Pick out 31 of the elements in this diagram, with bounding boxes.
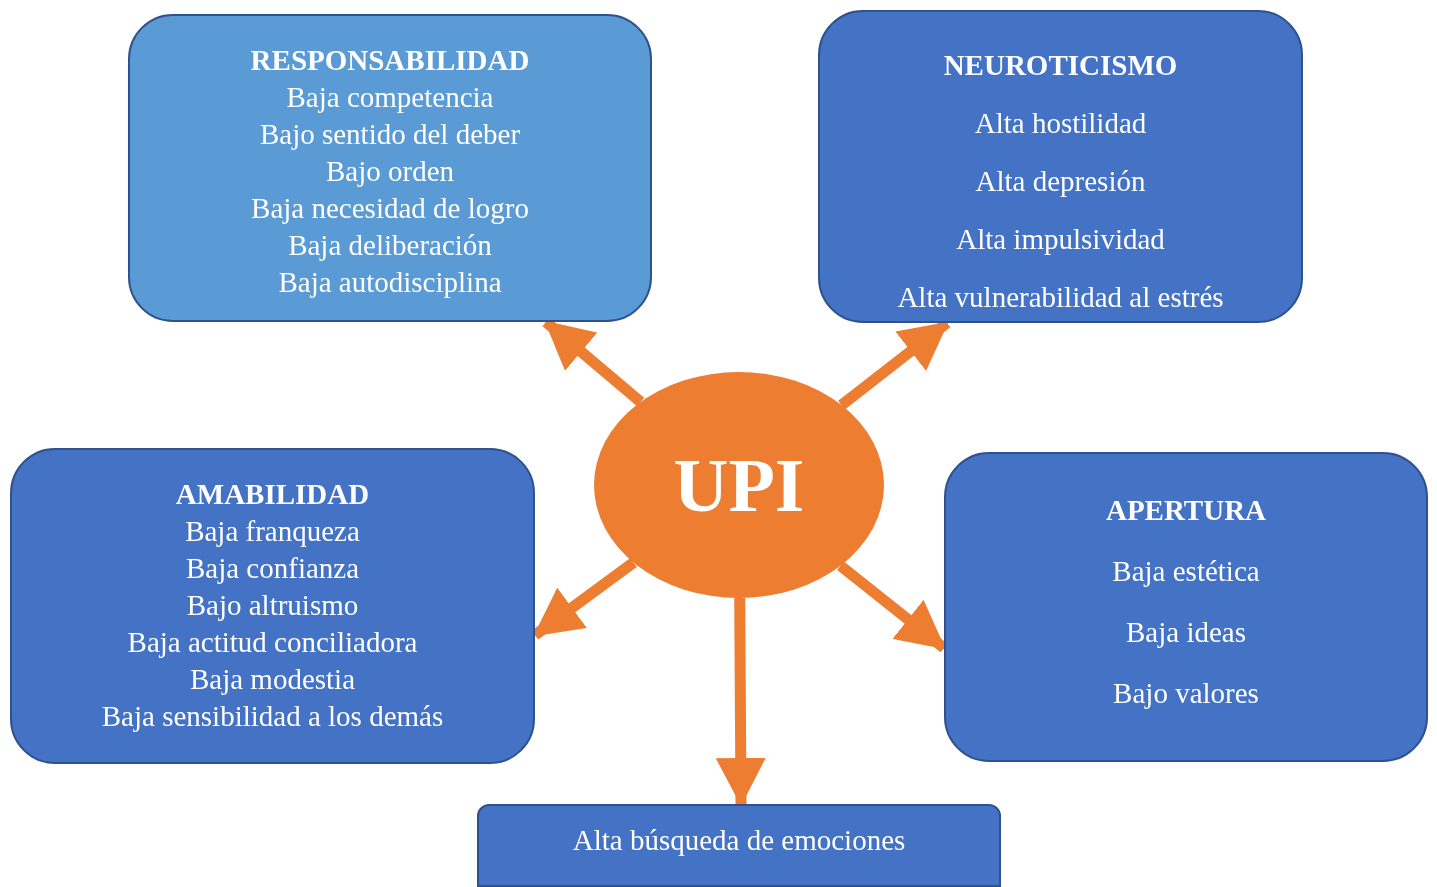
trait-text: Alta impulsividad	[956, 222, 1165, 257]
trait-text: Baja modestia	[189, 662, 356, 697]
trait-text: Alta búsqueda de emociones	[572, 823, 906, 858]
center-label: UPI	[673, 447, 805, 523]
trait-text: Baja deliberación	[288, 228, 492, 263]
trait-text: Baja necesidad de logro	[251, 191, 529, 226]
trait-text: Baja actitud conciliadora	[127, 625, 418, 660]
trait-text: Alta hostilidad	[974, 106, 1147, 141]
category-box	[818, 10, 1303, 323]
category-title: APERTURA	[1105, 493, 1267, 528]
trait-text: Bajo orden	[325, 154, 455, 189]
trait-text: Baja ideas	[1126, 615, 1246, 650]
trait-text: Bajo valores	[1113, 676, 1259, 711]
category-title: AMABILIDAD	[175, 477, 370, 512]
category-box	[10, 448, 535, 764]
trait-text: Baja sensibilidad a los demás	[101, 699, 444, 734]
trait-text: Baja competencia	[286, 80, 494, 115]
arrow	[715, 597, 766, 806]
trait-text: Alta depresión	[975, 164, 1146, 199]
category-box	[944, 452, 1428, 762]
trait-text: Alta vulnerabilidad al estrés	[897, 280, 1224, 315]
category-box	[477, 804, 1001, 887]
trait-text: Baja confianza	[185, 551, 360, 586]
category-title: NEUROTICISMO	[943, 48, 1178, 83]
category-box	[128, 14, 652, 322]
trait-text: Baja autodisciplina	[278, 265, 502, 300]
category-title: RESPONSABILIDAD	[250, 43, 530, 78]
trait-text: Baja franqueza	[185, 514, 360, 549]
trait-text: Bajo altruismo	[186, 588, 359, 623]
trait-text: Bajo sentido del deber	[259, 117, 521, 152]
trait-text: Baja estética	[1112, 554, 1260, 589]
